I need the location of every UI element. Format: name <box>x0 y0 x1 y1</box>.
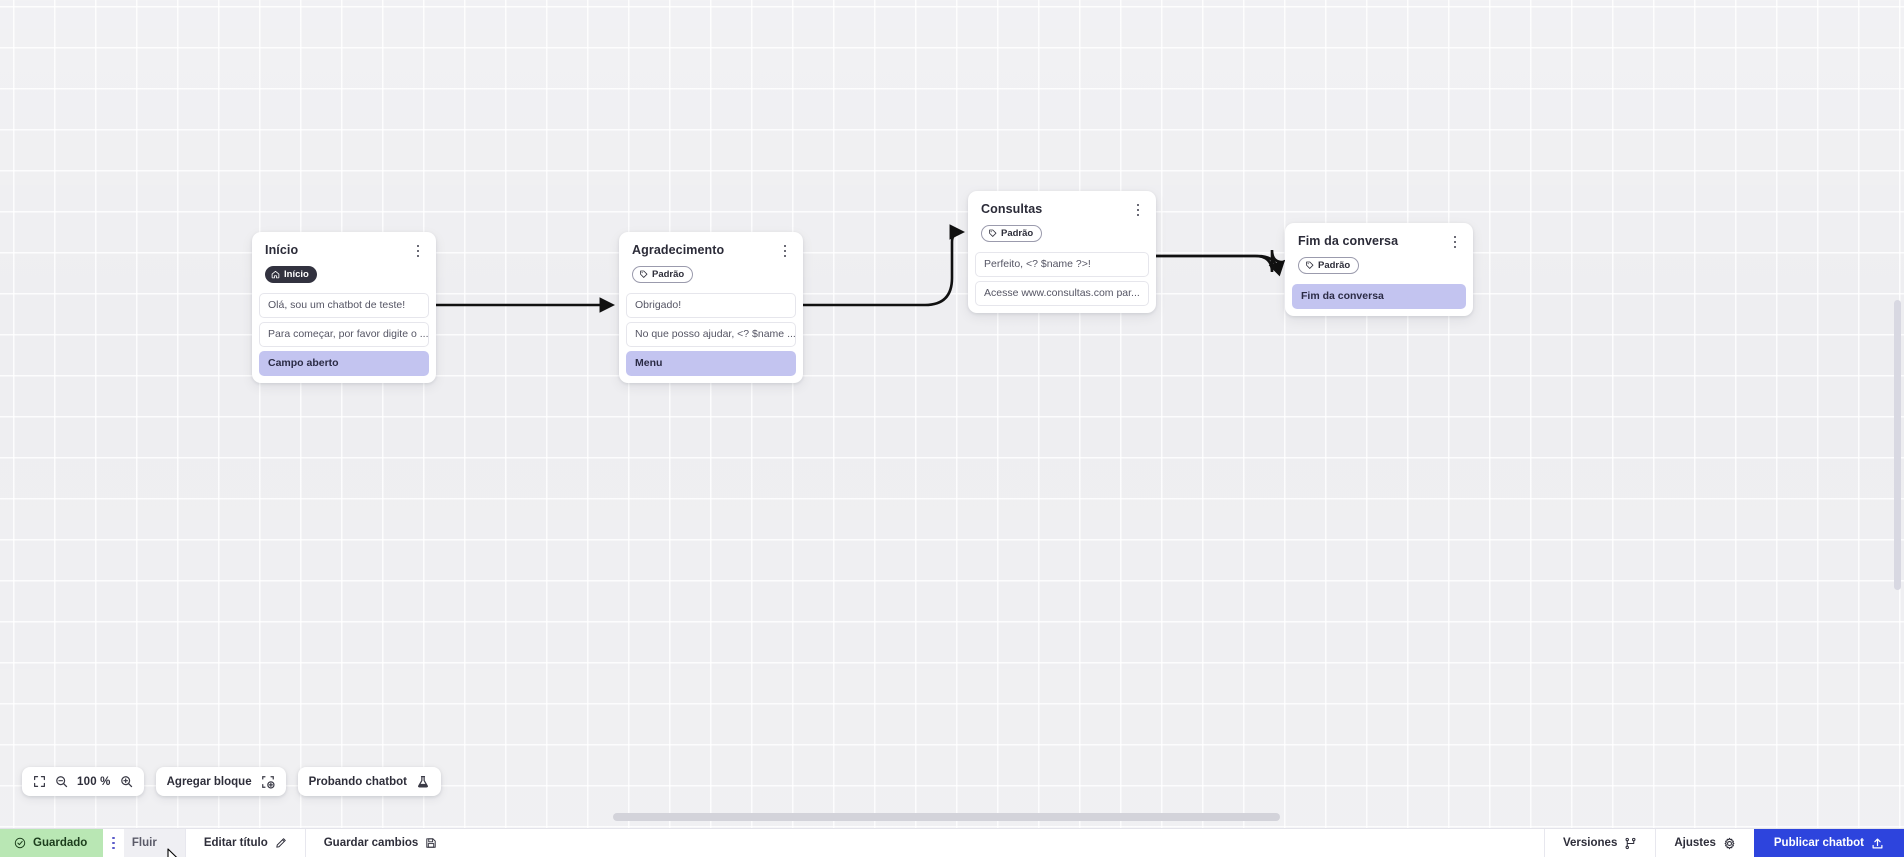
tab-fluir-label: Fluir <box>131 837 157 849</box>
zoom-level-value: 100 % <box>77 775 111 788</box>
saved-status-label: Guardado <box>33 837 88 849</box>
node-badge-label: Padrão <box>652 268 685 280</box>
node-item-action[interactable]: Menu <box>626 351 796 376</box>
node-item-message[interactable]: Obrigado! <box>626 293 796 318</box>
canvas-sheen <box>0 0 1904 828</box>
pencil-icon <box>275 837 287 849</box>
test-chatbot-label: Probando chatbot <box>308 775 407 788</box>
flow-node-fim-da-conversa[interactable]: Fim da conversa Padrão Fim da conversa <box>1285 223 1473 316</box>
add-block-icon <box>261 775 275 789</box>
node-body: Obrigado! No que posso ajudar, <? $name … <box>619 293 803 383</box>
saved-status-badge: Guardado <box>0 829 104 857</box>
node-header: Agradecimento Padrão <box>619 232 803 293</box>
versions-button[interactable]: Versiones <box>1544 829 1655 857</box>
tag-icon <box>640 270 648 278</box>
vertical-scroll-thumb[interactable] <box>1894 300 1901 590</box>
node-title: Agradecimento <box>632 243 725 257</box>
node-body: Fim da conversa <box>1285 284 1473 316</box>
node-badge-row: Padrão <box>981 225 1143 243</box>
statusbar-right-group: Versiones Ajustes <box>1544 829 1904 857</box>
tag-icon <box>989 229 997 237</box>
upload-icon <box>1871 837 1884 850</box>
publish-chatbot-label: Publicar chatbot <box>1773 837 1864 849</box>
node-item-message[interactable]: Para começar, por favor digite o ... <box>259 322 429 347</box>
node-menu-icon[interactable] <box>1131 201 1145 219</box>
fit-screen-icon[interactable] <box>33 775 46 788</box>
edge-agradecimento-consultas <box>803 224 966 307</box>
save-changes-button[interactable]: Guardar cambios <box>306 829 456 857</box>
test-chatbot-button[interactable]: Probando chatbot <box>297 767 441 796</box>
node-item-action[interactable]: Fim da conversa <box>1292 284 1466 309</box>
node-badge-row: Padrão <box>632 266 790 284</box>
versions-label: Versiones <box>1563 837 1618 849</box>
tab-fluir[interactable]: Fluir <box>123 829 186 857</box>
node-item-message[interactable]: Perfeito, <? $name ?>! <box>975 252 1149 277</box>
node-badge-row: Padrão <box>1298 257 1460 275</box>
node-title: Início <box>265 243 299 257</box>
statusbar-menu-button[interactable] <box>103 829 124 857</box>
node-badge-label: Padrão <box>1001 227 1034 239</box>
node-item-message[interactable]: Acesse www.consultas.com par... <box>975 281 1149 306</box>
save-disk-icon <box>425 837 437 849</box>
flow-node-inicio[interactable]: Início Início Olá, sou um chatbot de tes… <box>252 232 436 383</box>
node-badge-label: Início <box>284 268 309 280</box>
canvas-horizontal-scrollbar[interactable] <box>0 813 1904 821</box>
node-menu-icon[interactable] <box>411 242 425 260</box>
node-item-message[interactable]: Olá, sou um chatbot de teste! <box>259 293 429 318</box>
settings-label: Ajustes <box>1674 837 1716 849</box>
home-icon <box>271 270 280 279</box>
node-title: Consultas <box>981 202 1043 216</box>
flask-icon <box>416 775 430 789</box>
node-body: Olá, sou um chatbot de teste! Para começ… <box>252 293 436 383</box>
horizontal-scroll-thumb[interactable] <box>613 813 1280 821</box>
node-body: Perfeito, <? $name ?>! Acesse www.consul… <box>968 252 1156 313</box>
flow-connectors <box>436 224 1286 313</box>
node-badge-inicio[interactable]: Início <box>265 266 317 283</box>
node-badge-padrao[interactable]: Padrão <box>981 225 1043 242</box>
zoom-out-icon[interactable] <box>55 775 68 788</box>
publish-chatbot-button[interactable]: Publicar chatbot <box>1753 829 1904 857</box>
save-changes-label: Guardar cambios <box>323 837 419 849</box>
node-badge-padrao[interactable]: Padrão <box>632 266 694 283</box>
flow-node-consultas[interactable]: Consultas Padrão Perfeito, <? $name ?>! <box>968 191 1156 313</box>
edit-title-button[interactable]: Editar título <box>186 829 306 857</box>
flow-node-agradecimento[interactable]: Agradecimento Padrão Obrigado! No <box>619 232 803 383</box>
gear-icon <box>1723 837 1736 850</box>
node-title: Fim da conversa <box>1298 234 1399 248</box>
canvas-vertical-scrollbar[interactable] <box>1894 0 1901 828</box>
node-badge-label: Padrão <box>1318 259 1351 271</box>
edge-consultas-fim-a <box>1156 249 1283 273</box>
canvas-toolbar: 100 % Agregar bloque <box>22 767 441 796</box>
zoom-in-icon[interactable] <box>120 775 133 788</box>
node-menu-icon[interactable] <box>1448 233 1462 251</box>
tag-icon <box>1306 261 1314 269</box>
kebab-menu-icon <box>112 836 115 850</box>
node-header: Consultas Padrão <box>968 191 1156 252</box>
node-menu-icon[interactable] <box>778 242 792 260</box>
node-item-message[interactable]: No que posso ajudar, <? $name ... <box>626 322 796 347</box>
node-item-action[interactable]: Campo aberto <box>259 351 429 376</box>
branch-icon <box>1624 837 1637 850</box>
settings-button[interactable]: Ajustes <box>1655 829 1754 857</box>
edit-title-label: Editar título <box>203 837 268 849</box>
node-header: Início Início <box>252 232 436 293</box>
node-badge-row: Início <box>265 266 423 284</box>
edge-consultas-fim <box>1156 254 1286 277</box>
bottom-status-bar: Guardado Fluir Editar título <box>0 828 1904 857</box>
add-block-label: Agregar bloque <box>166 775 252 788</box>
add-block-button[interactable]: Agregar bloque <box>155 767 286 796</box>
flow-canvas[interactable]: Início Início Olá, sou um chatbot de tes… <box>0 0 1904 828</box>
check-circle-icon <box>14 837 26 849</box>
statusbar-left-group: Guardado Fluir Editar título <box>0 829 455 857</box>
node-header: Fim da conversa Padrão <box>1285 223 1473 284</box>
zoom-controls-group: 100 % <box>22 767 144 796</box>
node-badge-padrao[interactable]: Padrão <box>1298 257 1360 274</box>
